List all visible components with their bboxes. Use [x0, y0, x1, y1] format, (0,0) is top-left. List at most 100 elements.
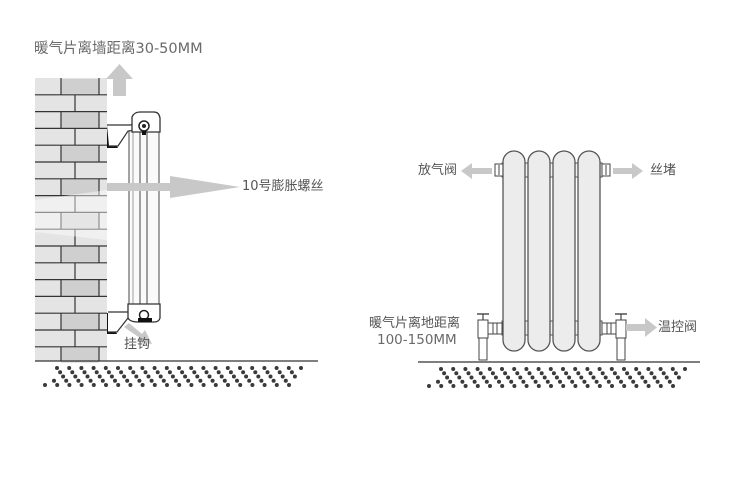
ground-dot: [551, 371, 556, 376]
ground-dot: [606, 379, 611, 384]
ground-dot: [637, 371, 642, 376]
ground-dot: [67, 366, 72, 370]
ground-dot: [500, 384, 505, 388]
ground-dot: [676, 375, 681, 380]
ground-dot: [539, 371, 544, 376]
ground-dot: [262, 366, 267, 370]
brick: [61, 280, 99, 296]
ground-dot: [487, 367, 492, 371]
ground-dot: [612, 371, 617, 376]
ground-dot: [134, 374, 139, 379]
ground-dot: [140, 383, 145, 387]
ground-dot: [247, 378, 252, 383]
ground-dot: [463, 367, 468, 371]
brick: [61, 146, 99, 161]
ground-dot: [558, 379, 562, 384]
brick: [61, 247, 99, 262]
hook-arrow: [124, 323, 152, 344]
ground-dot: [201, 383, 206, 387]
ground-dot: [619, 379, 623, 384]
ground-dot: [625, 371, 630, 376]
ground-dot: [484, 379, 489, 384]
ground-dot: [219, 374, 224, 379]
ground-dot: [673, 371, 678, 376]
ground-dot: [512, 384, 517, 388]
ground-dot: [548, 367, 553, 371]
ground-dot: [146, 374, 151, 379]
ground-dot: [500, 367, 504, 371]
ground-dot: [195, 374, 200, 379]
ground-dot: [527, 371, 532, 376]
ground-dot: [79, 383, 84, 387]
ground-dot: [603, 375, 608, 380]
ground-dot: [576, 371, 581, 376]
ground-dot: [180, 370, 185, 375]
ground-dot: [591, 375, 596, 380]
ground-dot: [128, 383, 133, 387]
ground-dot: [177, 366, 181, 370]
ground-dot: [451, 384, 456, 388]
ground-dot: [238, 383, 243, 387]
ground-dot: [292, 374, 297, 379]
ground-dot: [594, 379, 599, 384]
ground-dot: [481, 375, 486, 380]
ground-dot: [610, 384, 614, 388]
ground-dot: [463, 384, 468, 388]
ground-dot: [131, 370, 136, 375]
ground-dot: [76, 378, 81, 383]
ground-dot: [683, 367, 687, 371]
ground-dot: [493, 375, 498, 380]
brick: [61, 179, 99, 195]
ground-dot: [225, 366, 230, 370]
ground-dot: [213, 366, 218, 370]
ground-dot: [274, 383, 279, 387]
brick: [61, 213, 99, 229]
ground-dot: [161, 378, 166, 383]
ground-dot: [137, 378, 142, 383]
ground-dot: [466, 371, 471, 376]
ground-dot: [116, 366, 120, 370]
ground-dot: [113, 378, 117, 383]
ground-dot: [85, 374, 90, 379]
ground-dot: [43, 383, 47, 387]
ground-dot: [241, 370, 246, 375]
ground-dot: [149, 378, 154, 383]
ground-dot: [165, 383, 169, 387]
ground-dot: [497, 379, 501, 384]
ground-dot: [427, 384, 431, 388]
expansion-screw-label: 10号膨胀螺丝: [242, 179, 324, 194]
ground-dot: [82, 370, 87, 375]
ground-dot: [265, 370, 270, 375]
ground-dot: [228, 370, 233, 375]
ground-dot: [631, 379, 636, 384]
ground-dot: [155, 370, 160, 375]
ground-dot: [573, 367, 578, 371]
ground-dot: [277, 370, 282, 375]
plug-arrow: [613, 163, 643, 179]
ground-dot: [91, 366, 96, 370]
ground-dot: [530, 375, 535, 380]
ground-dot: [661, 371, 666, 376]
ground-dot: [451, 367, 456, 371]
ground-dot: [216, 370, 221, 375]
ground-dot: [183, 374, 188, 379]
ground-dot: [55, 383, 60, 387]
ground-dot: [100, 378, 105, 383]
ground-dot: [109, 374, 114, 379]
ground-dot: [655, 379, 660, 384]
top-bracket: [107, 111, 161, 148]
light-reflection: [35, 190, 107, 240]
ground-dot: [152, 366, 157, 370]
ground-dot: [671, 384, 675, 388]
ground-dot: [280, 374, 285, 379]
radiator-column: [577, 150, 601, 352]
ground-dot: [52, 378, 56, 383]
ground-dot: [274, 366, 279, 370]
ground-dot: [235, 378, 239, 383]
ground-dot: [192, 370, 197, 375]
ground-dot: [622, 367, 626, 371]
ground-dot: [658, 367, 663, 371]
ground-dot: [256, 374, 261, 379]
ground-dot: [549, 384, 553, 388]
